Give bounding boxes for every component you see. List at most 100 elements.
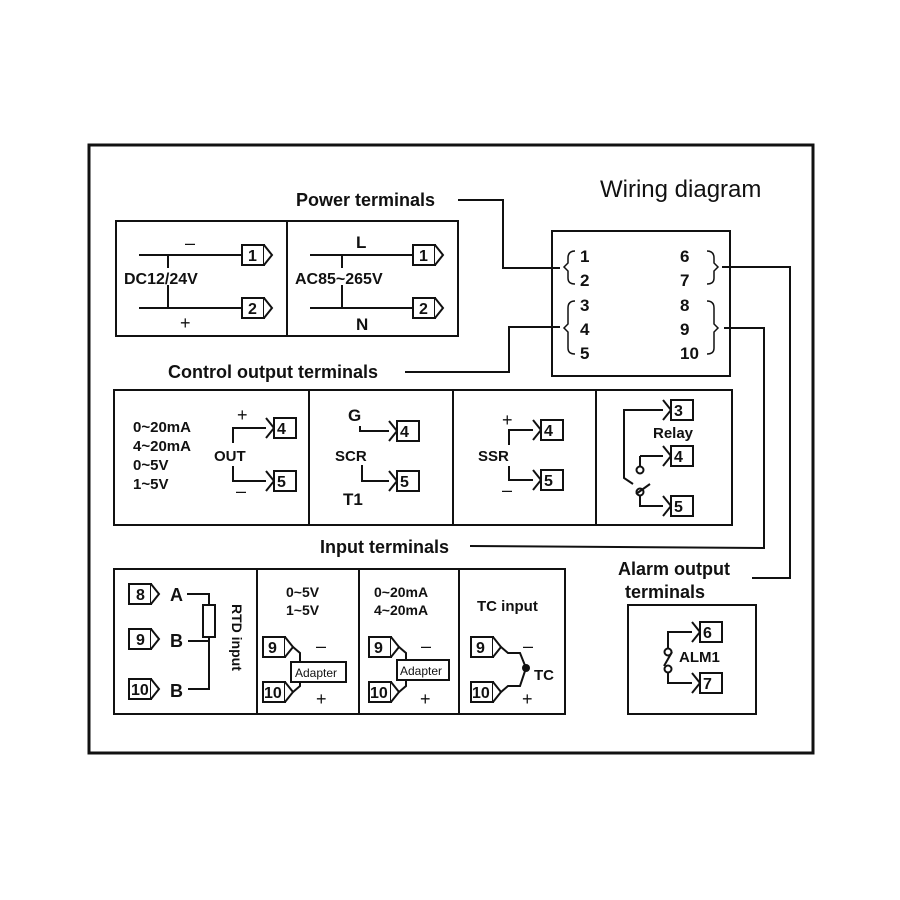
terminal-number: 5	[674, 499, 683, 516]
overview-terminal: 4	[580, 320, 590, 339]
callout-alarm: Alarm output	[618, 559, 730, 579]
terminal-number: 4	[400, 424, 409, 441]
control-ssr: + – SSR 4 5	[478, 410, 564, 500]
adapter-label: Adapter	[400, 664, 442, 678]
range-label: 0~20mA	[133, 419, 191, 436]
plus-sign: +	[237, 405, 248, 425]
range-label: 4~20mA	[133, 438, 191, 455]
input-rtd: 8 9 10 A B B RTD input	[128, 583, 245, 701]
adapter-label: Adapter	[295, 666, 337, 680]
terminal-number: 1	[419, 248, 428, 265]
minus-sign: –	[236, 481, 246, 501]
terminal-number: 2	[419, 301, 428, 318]
control-relay: 3 Relay 4 5	[623, 399, 694, 517]
callout-alarm: terminals	[625, 582, 705, 602]
overview-terminal: 2	[580, 271, 589, 290]
terminal-number: 8	[136, 587, 145, 604]
tc-symbol: TC	[534, 667, 554, 684]
range-label: 1~5V	[286, 602, 320, 618]
terminal-number: 9	[374, 640, 383, 657]
control-analog: 0~20mA 4~20mA 0~5V 1~5V OUT + – 4 5	[133, 405, 297, 501]
ac-label: AC85~265V	[295, 271, 383, 288]
input-voltage: 0~5V 1~5V 9 10 Adapter – +	[262, 584, 347, 709]
terminal-number: 6	[703, 625, 712, 642]
range-label: 1~5V	[133, 476, 168, 493]
plus-sign: +	[522, 689, 533, 709]
dc-minus: –	[185, 233, 195, 253]
dc-plus: +	[180, 313, 191, 333]
range-label: 0~5V	[133, 457, 168, 474]
overview-terminal: 9	[680, 320, 689, 339]
ac-l: L	[356, 233, 366, 252]
terminal-number: 4	[674, 449, 683, 466]
overview-terminal: 8	[680, 296, 689, 315]
alarm-section	[627, 604, 757, 715]
callout-line	[405, 326, 560, 373]
terminal-number: 5	[544, 473, 553, 490]
terminal-number: 10	[472, 685, 490, 702]
bracket	[706, 250, 720, 285]
outer-frame	[87, 143, 815, 755]
terminal-number: 10	[131, 682, 149, 699]
rtd-b: B	[170, 681, 183, 701]
minus-sign: –	[502, 480, 512, 500]
callout-line	[469, 327, 765, 550]
overview-block	[551, 230, 731, 377]
terminal-number: 10	[264, 685, 282, 702]
relay-label: Relay	[653, 425, 694, 442]
minus-sign: –	[421, 636, 431, 656]
overview-terminal: 3	[580, 296, 589, 315]
terminal-number: 4	[277, 421, 286, 438]
overview-terminal: 7	[680, 271, 689, 290]
callout-line	[458, 199, 560, 269]
out-label: OUT	[214, 448, 246, 465]
dc-label: DC12/24V	[124, 271, 198, 288]
ssr-label: SSR	[478, 448, 509, 465]
terminal-number: 1	[248, 248, 257, 265]
input-current: 0~20mA 4~20mA 9 10 Adapter – +	[368, 584, 450, 709]
power-dc: – + DC12/24V 1 2	[124, 233, 273, 333]
terminal-number: 9	[268, 640, 277, 657]
minus-sign: –	[316, 636, 326, 656]
terminal-number: 5	[400, 474, 409, 491]
range-label: 4~20mA	[374, 602, 428, 618]
terminal-number: 10	[370, 685, 388, 702]
terminal-number: 2	[248, 301, 257, 318]
rtd-a: A	[170, 585, 183, 605]
alarm-alm1: 6 ALM1 7	[663, 621, 723, 694]
scr-t1: T1	[343, 490, 363, 509]
bracket	[706, 300, 720, 355]
ac-n: N	[356, 315, 368, 334]
terminal-number: 9	[136, 632, 145, 649]
overview-right-col: 6 7 8 9 10	[680, 247, 699, 363]
input-tc: TC input 9 10 TC – +	[470, 598, 554, 709]
control-scr: G SCR T1 4 5	[335, 406, 420, 509]
terminal-number: 7	[703, 676, 712, 693]
overview-left-col: 1 2 3 4 5	[580, 247, 590, 363]
terminal-number: 3	[674, 403, 683, 420]
overview-terminal: 10	[680, 344, 699, 363]
callout-control: Control output terminals	[168, 362, 378, 382]
overview-terminal: 6	[680, 247, 689, 266]
plus-sign: +	[316, 689, 327, 709]
plus-sign: +	[502, 410, 513, 430]
diagram-title: Wiring diagram	[600, 176, 761, 203]
callout-line	[722, 266, 791, 579]
scr-g: G	[348, 406, 361, 425]
scr-label: SCR	[335, 448, 367, 465]
control-section	[113, 389, 733, 526]
plus-sign: +	[420, 689, 431, 709]
bracket	[562, 300, 576, 355]
input-section	[113, 568, 566, 715]
overview-terminal: 5	[580, 344, 589, 363]
overview-terminal: 1	[580, 247, 589, 266]
alm1-label: ALM1	[679, 649, 720, 666]
terminal-number: 4	[544, 423, 553, 440]
callout-input: Input terminals	[320, 537, 449, 557]
bracket	[562, 250, 576, 285]
tc-label: TC input	[477, 598, 538, 615]
rtd-label: RTD input	[229, 604, 245, 671]
range-label: 0~5V	[286, 584, 320, 600]
range-label: 0~20mA	[374, 584, 428, 600]
